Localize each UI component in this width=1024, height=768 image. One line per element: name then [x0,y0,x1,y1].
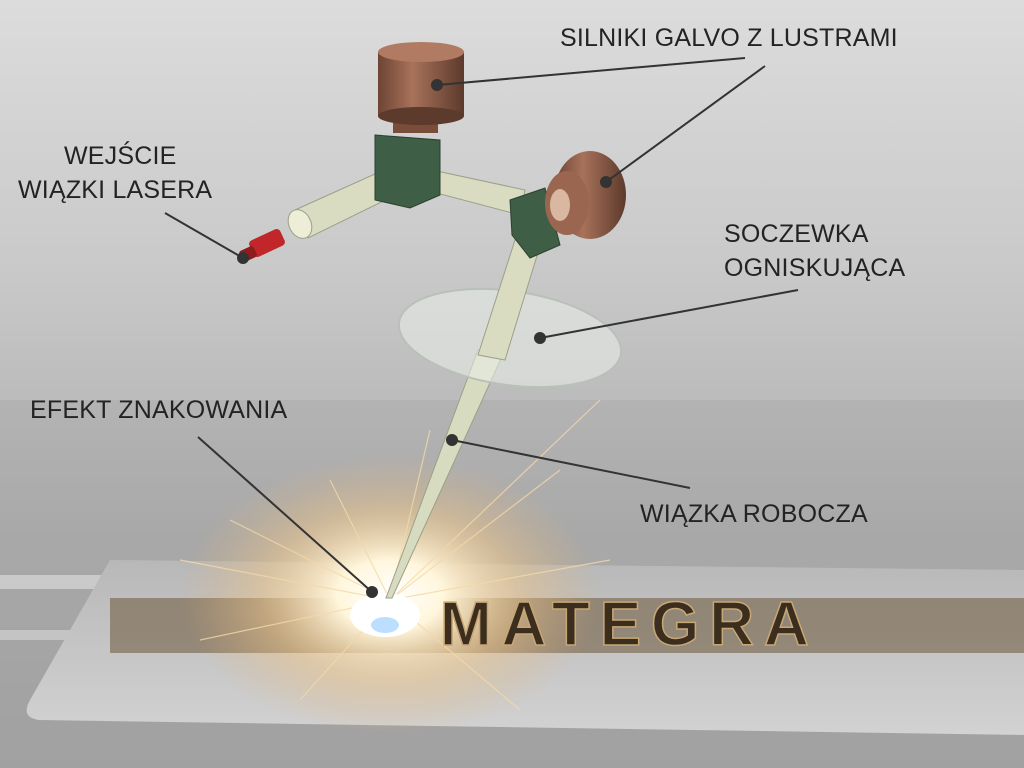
leader-laser-input [164,212,244,259]
leader-dot [237,252,249,264]
leader-dot [446,434,458,446]
leader-lens [539,289,799,339]
label-laser-input-line1: WEJŚCIE [64,142,177,170]
leader-dot [431,79,443,91]
leader-dot [366,586,378,598]
label-laser-input-line2: WIĄZKI LASERA [18,176,213,204]
laser-spot-glow [371,617,399,633]
leader-dot [534,332,546,344]
leader-dot [600,176,612,188]
leader-lines [164,57,799,598]
label-lens-line2: OGNISKUJĄCA [724,254,906,282]
galvo-motor-1-top [378,42,464,62]
leader-beam [451,439,691,489]
label-marking-effect: EFEKT ZNAKOWANIA [30,396,288,424]
label-lens-line1: SOCZEWKA [724,220,869,248]
tube-end [287,209,313,239]
label-working-beam: WIĄZKA ROBOCZA [640,500,868,528]
plate-logo: MATEGRA [440,590,819,659]
galvo-motor-1-bottom [378,107,464,125]
leader-galvo-2 [605,65,766,183]
laser-spot [350,593,420,637]
galvo-mount-1 [374,134,441,209]
label-galvo-motors: SILNIKI GALVO Z LUSTRAMI [560,24,898,52]
galvo-motor-2 [545,151,626,239]
leader-marking [197,436,373,593]
table-rail [0,630,120,640]
leader-galvo-1 [436,57,746,86]
